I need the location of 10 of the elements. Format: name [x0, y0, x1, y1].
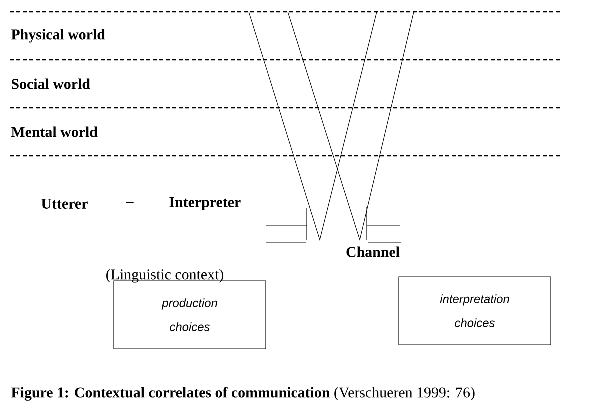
world-label: Mental world [11, 126, 98, 138]
dash-separator: – [126, 202, 134, 204]
world-label: Physical world [11, 29, 106, 43]
world-label: Social world [12, 78, 90, 90]
figure-caption: Figure 1: Contextual correlates of communication (Verschueren 1999: 76) [11, 387, 475, 401]
participant-label: Interpreter [170, 198, 241, 210]
choice-box: interpretation choices [398, 276, 552, 346]
participant-label: Utterer [42, 199, 88, 209]
channel-label: Channel [346, 246, 400, 258]
context-label: (Linguistic context) [106, 269, 224, 283]
